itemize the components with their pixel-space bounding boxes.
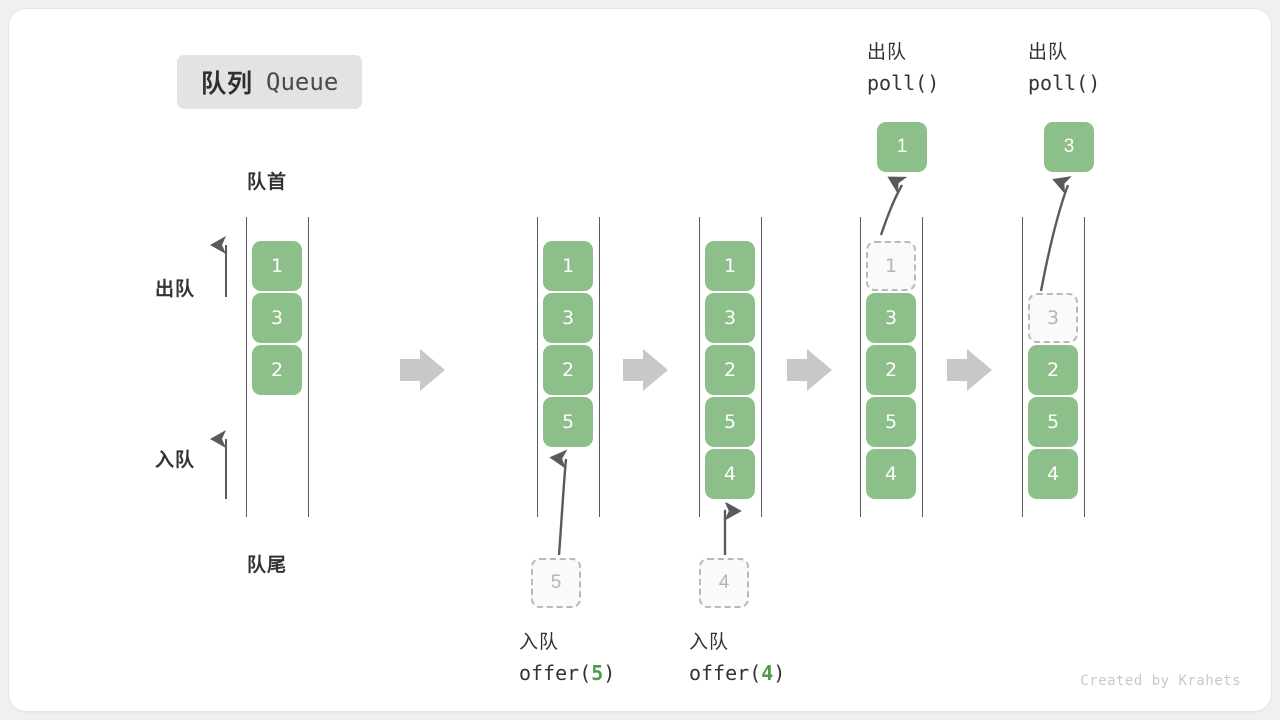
label-dequeue-side: 出队 (155, 279, 196, 300)
caption-poll-1: 出队 poll() (867, 39, 939, 98)
queue-slot: 3 (252, 293, 302, 343)
queue-rail-right (308, 217, 309, 517)
queue-slot: 2 (252, 345, 302, 395)
caption-op: offer( (519, 660, 592, 685)
caption-op-close: ) (1088, 70, 1101, 95)
caption-arg: 4 (761, 660, 774, 685)
credit-text: Created by Krahets (1080, 673, 1241, 689)
caption-offer-5: 入队 offer(5) (519, 629, 615, 688)
caption-op: poll( (867, 70, 928, 95)
incoming-ghost-box-4: 4 (699, 558, 749, 608)
step-arrow-4 (947, 349, 992, 391)
caption-op-close: ) (603, 660, 616, 685)
caption-cn: 入队 (519, 632, 560, 653)
caption-offer-4: 入队 offer(4) (689, 629, 785, 688)
caption-code: poll() (867, 68, 939, 98)
queue-rail-left (860, 217, 861, 517)
queue-rail-left (1022, 217, 1023, 517)
queue-column-after-offer-4: 1 3 2 5 4 (699, 217, 762, 517)
caption-op-close: ) (773, 660, 786, 685)
caption-op-close: ) (927, 70, 940, 95)
queue-slot: 5 (1028, 397, 1078, 447)
label-front: 队首 (247, 172, 288, 193)
popped-box-1: 1 (877, 122, 927, 172)
queue-rail-right (1084, 217, 1085, 517)
caption-op: poll( (1028, 70, 1089, 95)
queue-rail-right (761, 217, 762, 517)
queue-slot: 1 (252, 241, 302, 291)
caption-op: offer( (689, 660, 762, 685)
step-arrow-2 (623, 349, 668, 391)
queue-slot: 1 (705, 241, 755, 291)
queue-slot: 3 (705, 293, 755, 343)
caption-code: offer(4) (689, 658, 785, 688)
queue-rail-right (922, 217, 923, 517)
queue-slot: 2 (705, 345, 755, 395)
label-rear: 队尾 (247, 555, 288, 576)
caption-cn: 出队 (1028, 42, 1069, 63)
caption-cn: 入队 (689, 632, 730, 653)
queue-slot: 2 (1028, 345, 1078, 395)
caption-code: offer(5) (519, 658, 615, 688)
queue-column-after-poll-1: 1 3 2 5 4 (860, 217, 923, 517)
queue-slot: 3 (866, 293, 916, 343)
caption-arg: 5 (591, 660, 604, 685)
diagram-card: 队列 Queue 队首 队尾 出队 入队 1 3 2 1 3 2 5 5 入队 … (8, 8, 1272, 712)
popped-box-3: 3 (1044, 122, 1094, 172)
queue-rail-left (699, 217, 700, 517)
queue-slot: 5 (543, 397, 593, 447)
title-badge: 队列 Queue (177, 55, 363, 109)
step-arrow-3 (787, 349, 832, 391)
queue-slot: 4 (866, 449, 916, 499)
queue-slot-ghost: 1 (866, 241, 916, 291)
caption-cn: 出队 (867, 42, 908, 63)
queue-rail-left (246, 217, 247, 517)
queue-column-after-offer-5: 1 3 2 5 (537, 217, 600, 517)
caption-poll-3: 出队 poll() (1028, 39, 1100, 98)
queue-slot: 2 (866, 345, 916, 395)
incoming-ghost-box-5: 5 (531, 558, 581, 608)
queue-rail-right (599, 217, 600, 517)
title-en: Queue (266, 68, 339, 96)
step-arrow-1 (400, 349, 445, 391)
queue-slot: 1 (543, 241, 593, 291)
queue-slot: 2 (543, 345, 593, 395)
label-enqueue-side: 入队 (155, 450, 196, 471)
title-cn: 队列 (201, 70, 254, 98)
queue-rail-left (537, 217, 538, 517)
caption-code: poll() (1028, 68, 1100, 98)
queue-slot: 5 (866, 397, 916, 447)
queue-slot: 4 (1028, 449, 1078, 499)
queue-slot-ghost: 3 (1028, 293, 1078, 343)
queue-slot: 3 (543, 293, 593, 343)
queue-column-initial: 1 3 2 (246, 217, 309, 517)
queue-column-after-poll-3: 3 2 5 4 (1022, 217, 1085, 517)
queue-slot: 5 (705, 397, 755, 447)
queue-slot: 4 (705, 449, 755, 499)
